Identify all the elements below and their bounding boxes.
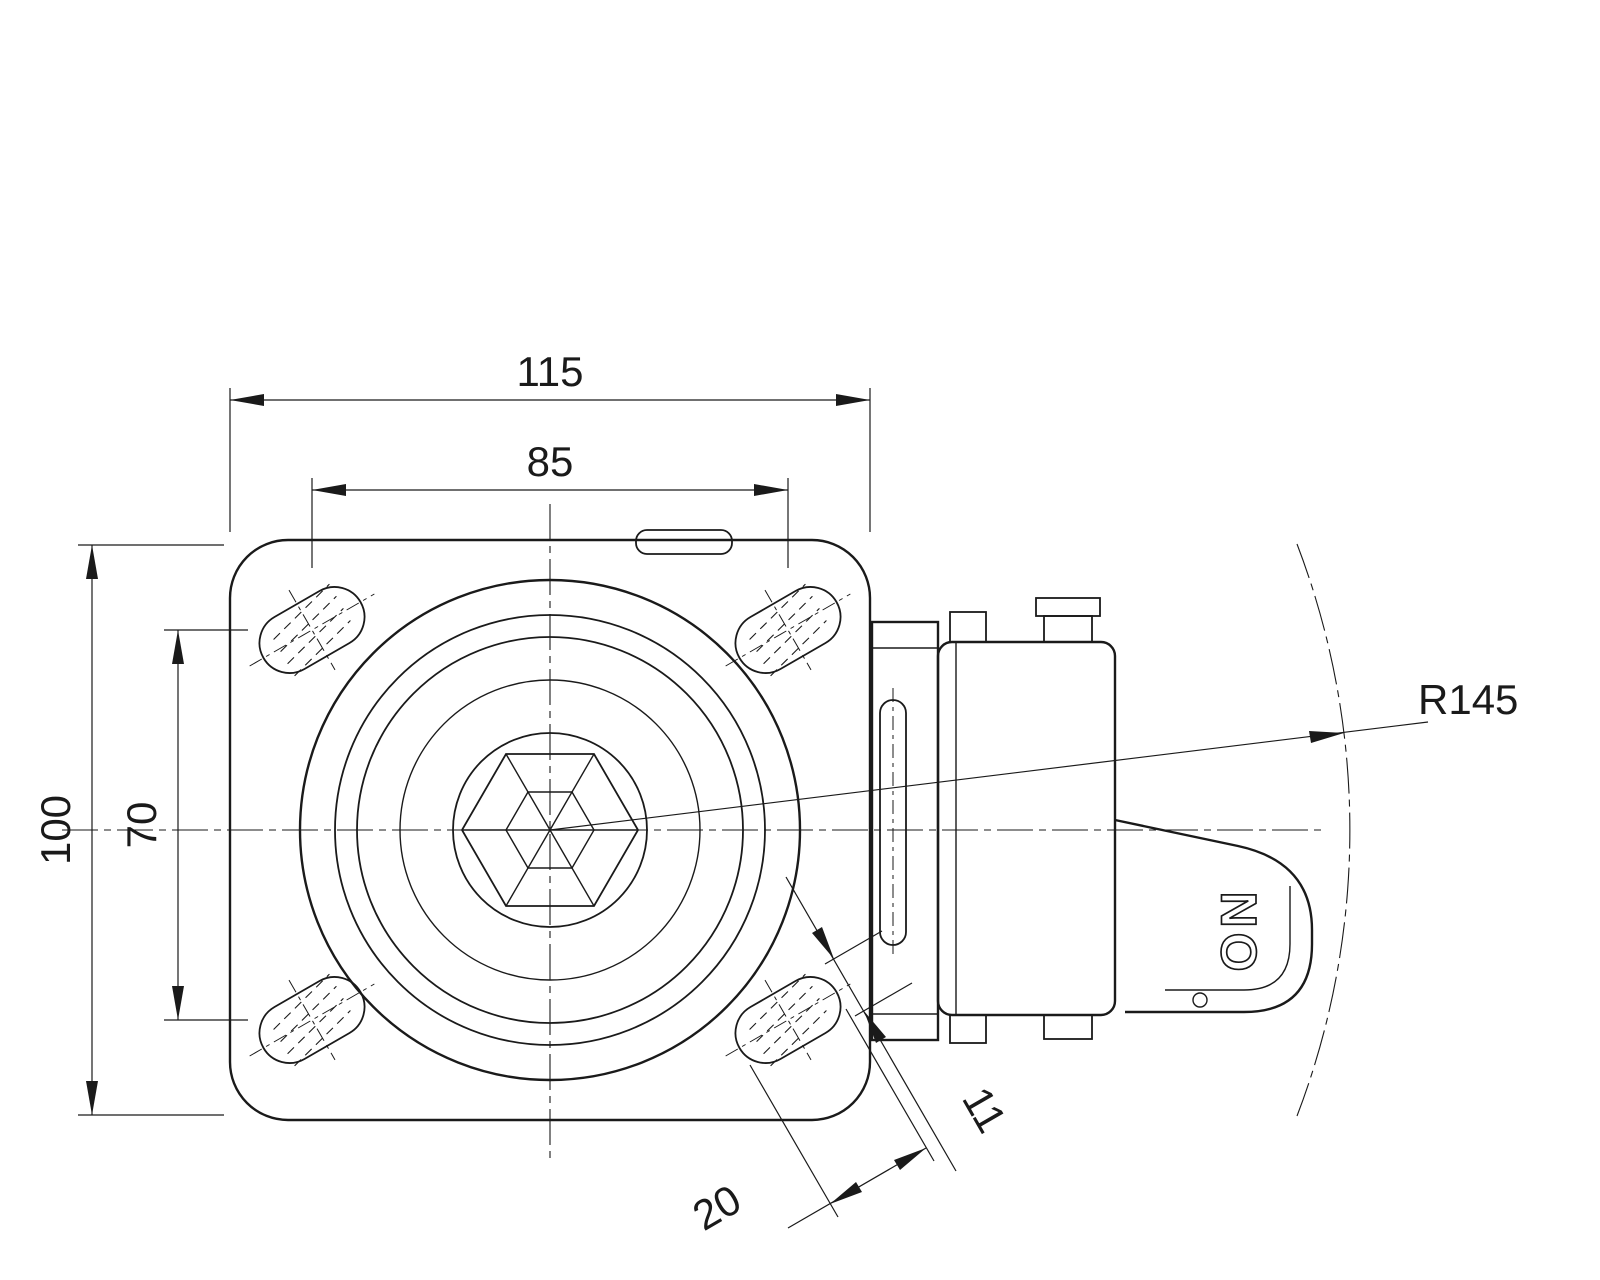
bolt-slot-bottom-left bbox=[249, 973, 375, 1067]
brake-pedal bbox=[1114, 818, 1314, 1014]
bolt-slot-top-right bbox=[725, 583, 851, 677]
arrow-up-icon bbox=[172, 630, 184, 664]
dim-swivel-radius: R145 bbox=[549, 543, 1518, 1117]
dim-slot-width: 11 bbox=[785, 876, 1016, 1172]
arrow-up-icon bbox=[86, 545, 98, 579]
arrow-icon bbox=[864, 1011, 886, 1043]
bolt-slot-top-left bbox=[249, 583, 375, 677]
top-bolt-head bbox=[1035, 597, 1101, 617]
dim-bolt-spacing-width: 70 bbox=[118, 629, 248, 1021]
dim-70-text: 70 bbox=[118, 802, 165, 849]
side-view-bracket: ON bbox=[870, 597, 1314, 1044]
dim-11-text: 11 bbox=[953, 1079, 1016, 1140]
arrow-radius-icon bbox=[1309, 731, 1344, 743]
slot-hatch bbox=[273, 973, 351, 1067]
dim-slot-length: 20 bbox=[685, 1008, 935, 1239]
arrow-left-icon bbox=[312, 484, 346, 496]
arrow-left-icon bbox=[230, 394, 264, 406]
bolt-slot-bottom-right bbox=[725, 973, 851, 1067]
dim-plate-length: 115 bbox=[229, 348, 871, 532]
top-washer bbox=[1043, 615, 1093, 643]
dim-85-text: 85 bbox=[527, 438, 574, 485]
dim-20-text: 20 bbox=[685, 1175, 749, 1239]
dim-115-text: 115 bbox=[517, 348, 584, 395]
slot-hatch bbox=[273, 583, 351, 677]
arrow-right-icon bbox=[836, 394, 870, 406]
pedal-pivot bbox=[1192, 992, 1208, 1008]
bracket-body bbox=[936, 640, 1117, 1017]
plate-top-tab bbox=[635, 529, 733, 555]
arrow-icon bbox=[830, 1182, 862, 1204]
side-slot bbox=[879, 699, 907, 946]
brake-on-label: ON bbox=[1211, 887, 1267, 972]
slot-hatch bbox=[749, 973, 827, 1067]
slot-hatch bbox=[749, 583, 827, 677]
fork-leg bbox=[870, 620, 940, 1042]
dim-bolt-spacing-length: 85 bbox=[311, 438, 789, 568]
arrow-down-icon bbox=[172, 986, 184, 1020]
swivel-radius-arc bbox=[1296, 543, 1351, 1117]
arrow-right-icon bbox=[754, 484, 788, 496]
arrow-icon bbox=[812, 927, 834, 959]
top-bolt bbox=[949, 611, 987, 643]
arrow-icon bbox=[894, 1148, 926, 1170]
dim-100-text: 100 bbox=[32, 795, 79, 865]
center-lines bbox=[62, 504, 1322, 1158]
arrow-down-icon bbox=[86, 1081, 98, 1115]
bottom-washer bbox=[1043, 1014, 1093, 1040]
dim-r145-text: R145 bbox=[1418, 676, 1518, 723]
bottom-bolt bbox=[949, 1014, 987, 1044]
dim-plate-width: 100 bbox=[32, 544, 224, 1116]
